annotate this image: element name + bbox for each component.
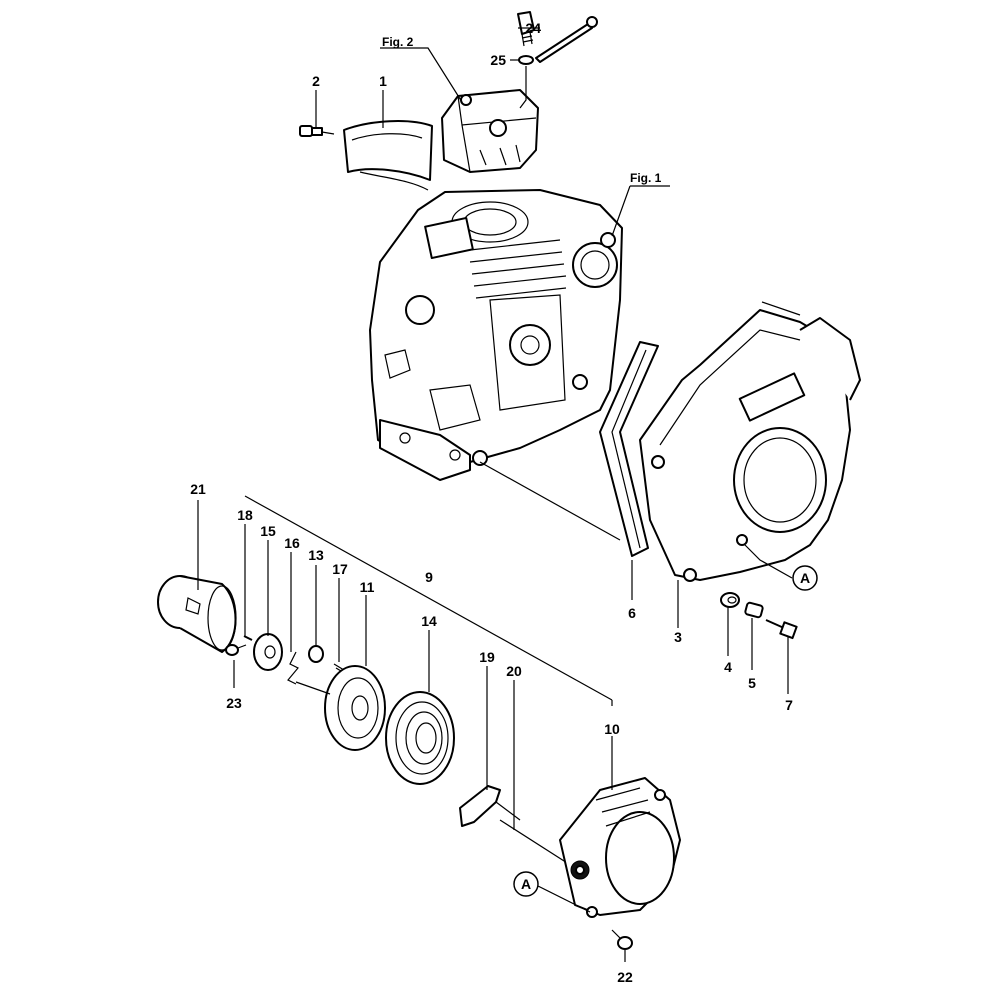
callout-22: 22	[617, 969, 633, 985]
pawl-13	[308, 645, 324, 663]
reference-marker-a-starter-label: A	[521, 876, 531, 892]
figure-ref-fig2: Fig. 2	[382, 35, 414, 49]
figure-ref-fig1: Fig. 1	[630, 171, 662, 185]
starter-case-10	[559, 777, 681, 918]
callout-5: 5	[748, 675, 756, 691]
callout-23: 23	[226, 695, 242, 711]
bolt-2	[299, 125, 335, 137]
spiral-spring-14	[385, 691, 455, 785]
callout-4: 4	[724, 659, 732, 675]
callout-7: 7	[785, 697, 793, 713]
bolt-22	[611, 929, 633, 950]
engine-block	[369, 189, 623, 481]
reel-11	[295, 665, 386, 751]
collar-4	[720, 592, 740, 608]
pulley-21	[157, 575, 237, 653]
reference-marker-a-shroud: A	[792, 565, 818, 591]
plate-15	[253, 633, 283, 671]
callout-1: 1	[379, 73, 387, 89]
gasket	[599, 341, 659, 557]
callout-18: 18	[237, 507, 253, 523]
callout-17: 17	[332, 561, 348, 577]
spacer-5	[744, 601, 764, 619]
handle-19	[459, 785, 521, 827]
rope-20	[499, 819, 576, 869]
callout-13: 13	[308, 547, 324, 563]
callout-24: 24	[525, 20, 541, 36]
callout-21: 21	[190, 481, 206, 497]
callout-16: 16	[284, 535, 300, 551]
bolt-7	[765, 619, 798, 640]
callout-9: 9	[425, 569, 433, 585]
heat-shield	[343, 120, 433, 191]
cylinder-head-cover	[441, 89, 539, 173]
callout-19: 19	[479, 649, 495, 665]
callout-6: 6	[628, 605, 636, 621]
callout-20: 20	[506, 663, 522, 679]
reference-marker-a-shroud-label: A	[800, 570, 810, 586]
callout-14: 14	[421, 613, 437, 629]
callout-15: 15	[260, 523, 276, 539]
callouts: 2 1 24 25 6 3 4 5 7 21 18 15 16 13 17 11…	[190, 20, 793, 985]
pin-18	[243, 635, 253, 641]
callout-2: 2	[312, 73, 320, 89]
spring-16	[287, 651, 299, 685]
callout-3: 3	[674, 629, 682, 645]
screw-23	[225, 644, 247, 656]
callout-10: 10	[604, 721, 620, 737]
leader-lines	[197, 27, 793, 962]
reference-marker-a-starter: A	[513, 871, 539, 897]
callout-11: 11	[360, 579, 375, 595]
washer-25	[518, 16, 598, 65]
fan-shroud	[639, 301, 861, 582]
callout-25: 25	[490, 52, 506, 68]
